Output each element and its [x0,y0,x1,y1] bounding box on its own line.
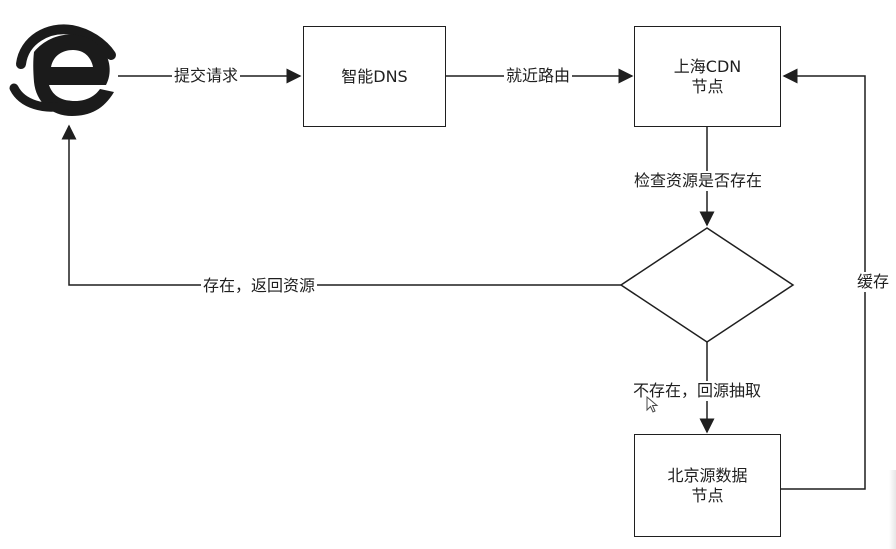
beijing-origin-node: 北京源数据 节点 [634,434,781,537]
smart-dns-node: 智能DNS [303,26,446,127]
edge-label-exists-return: 存在，返回资源 [201,276,318,296]
edge-cache [781,68,866,490]
edge-label-not-exists-fetch: 不存在，回源抽取 [631,381,764,401]
edge-label-check-resource: 检查资源是否存在 [632,171,765,191]
edge-label-submit-request: 提交请求 [172,66,241,86]
mouse-cursor-icon [646,396,659,413]
window-edge-shadow [889,470,896,549]
decision-diamond [619,227,795,343]
shanghai-cdn-node: 上海CDN 节点 [634,26,781,127]
edge-exists-return [61,124,621,286]
internet-explorer-icon [9,24,116,116]
edge-label-cache: 缓存 [855,272,892,292]
edge-label-nearest-route: 就近路由 [504,66,573,86]
